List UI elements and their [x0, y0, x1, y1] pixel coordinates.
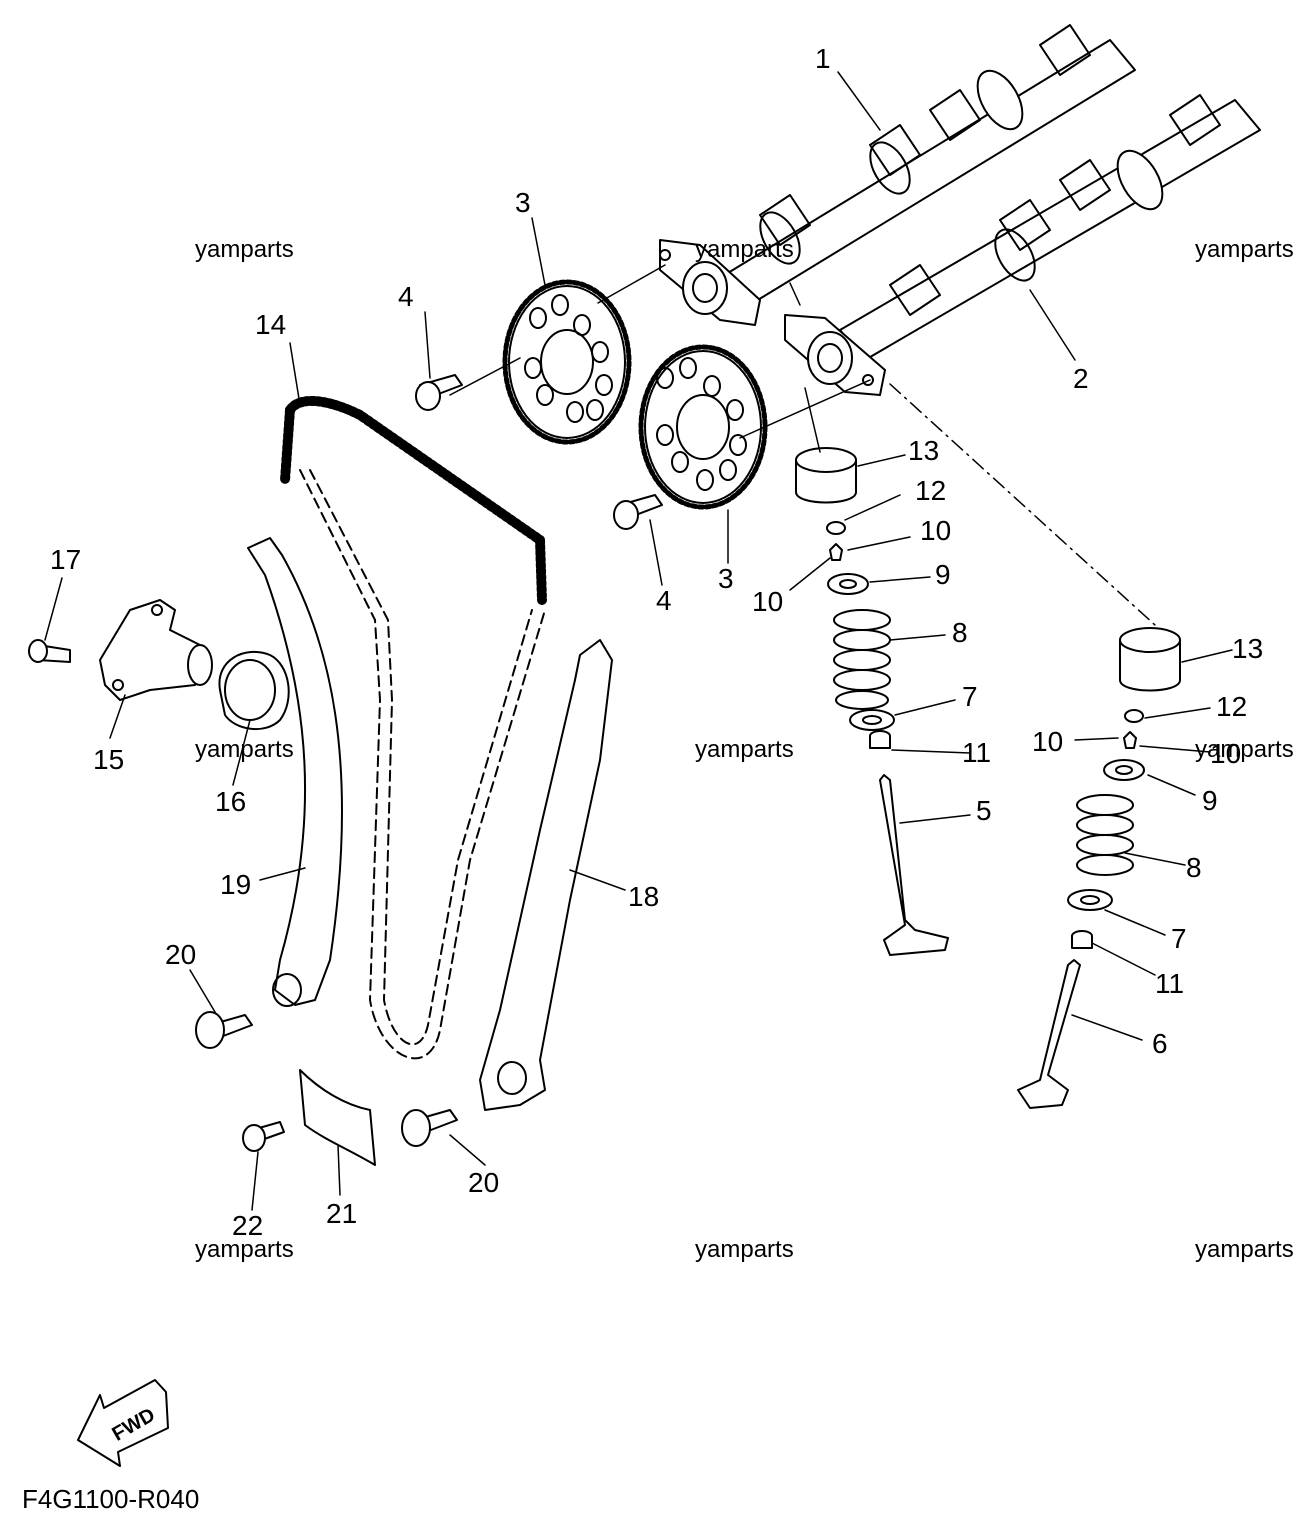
callout-9: 9: [935, 559, 951, 590]
cotter-1: [829, 543, 843, 561]
watermark: yamparts: [195, 736, 294, 763]
exhaust-valve: [1017, 959, 1081, 1109]
tensioner-bolt: [28, 639, 71, 663]
watermark: yamparts: [695, 736, 794, 763]
spring-seat-1: [849, 709, 895, 731]
callout-4: 4: [656, 585, 672, 616]
cam-sprocket-upper: [502, 279, 632, 445]
spring-seat-2: [1067, 889, 1113, 911]
callout-16: 16: [215, 786, 246, 817]
watermark: yamparts: [195, 236, 294, 263]
callout-20: 20: [165, 939, 196, 970]
callout-19: 19: [220, 869, 251, 900]
guide-bolt-right: [401, 1109, 458, 1147]
callout-5: 5: [976, 795, 992, 826]
watermarks: yamparts yamparts yamparts yamparts yamp…: [195, 236, 1294, 1263]
valve-seal-1: [869, 730, 891, 749]
callout-10: 10: [1210, 738, 1241, 769]
callout-21: 21: [326, 1198, 357, 1229]
callout-3: 3: [515, 187, 531, 218]
timing-chain: [280, 395, 547, 1060]
callout-4: 4: [398, 281, 414, 312]
watermark: yamparts: [1195, 1236, 1294, 1263]
sprocket-bolt-lower: [613, 494, 663, 530]
cam-flange-2: [784, 314, 886, 396]
callout-12: 12: [915, 475, 946, 506]
callout-20: 20: [468, 1167, 499, 1198]
spring-retainer-2: [1103, 759, 1145, 781]
cotter-2: [1123, 731, 1137, 749]
spring-retainer-1: [827, 573, 869, 595]
sprocket-bolt-upper: [415, 374, 463, 411]
valve-spring-1: [833, 609, 891, 710]
camshaft-upper: [699, 24, 1136, 321]
callout-3: 3: [718, 563, 734, 594]
valve-lifter-1: [795, 447, 857, 504]
callout-22: 22: [232, 1210, 263, 1241]
leader-lines: [44, 71, 1233, 1211]
shim-1: [826, 521, 846, 535]
callout-17: 17: [50, 544, 81, 575]
callout-14: 14: [255, 309, 286, 340]
callout-8: 8: [952, 617, 968, 648]
callout-11: 11: [1155, 968, 1184, 999]
tensioner-gasket: [218, 650, 290, 731]
chain-guide-fixed: [479, 639, 613, 1111]
valve-lifter-2: [1119, 627, 1181, 692]
fwd-arrow-icon: [77, 1379, 169, 1467]
stopper-bolt: [242, 1121, 285, 1152]
valve-seal-2: [1071, 930, 1093, 949]
watermark: yamparts: [1195, 236, 1294, 263]
valve-spring-2: [1076, 794, 1134, 876]
callout-13: 13: [908, 435, 939, 466]
watermark: yamparts: [695, 1236, 794, 1263]
chain-tensioner: [99, 599, 213, 701]
guide-stopper-plate: [299, 1069, 376, 1166]
callout-10: 10: [920, 515, 951, 546]
intake-valve: [879, 774, 949, 956]
watermark: yamparts: [1195, 736, 1294, 763]
cam-flange-1: [659, 239, 761, 326]
callout-2: 2: [1073, 363, 1089, 394]
diagram-code: F4G1100-R040: [22, 1484, 199, 1514]
cam-sprocket-lower: [638, 344, 768, 510]
callout-18: 18: [628, 881, 659, 912]
callout-7: 7: [1171, 923, 1187, 954]
callout-13: 13: [1232, 633, 1263, 664]
callout-8: 8: [1186, 852, 1202, 883]
callout-1: 1: [815, 43, 831, 74]
camshaft-lower: [839, 94, 1261, 361]
shim-2: [1124, 709, 1144, 723]
callout-11: 11: [962, 737, 991, 768]
callout-7: 7: [962, 681, 978, 712]
callout-9: 9: [1202, 785, 1218, 816]
callout-15: 15: [93, 744, 124, 775]
callout-labels: 1 2 3 3 4 4 5 6 7 7 8 8 9 9 10 10 10 10 …: [50, 43, 1263, 1241]
callout-10: 10: [1032, 726, 1063, 757]
callout-6: 6: [1152, 1028, 1168, 1059]
watermark: yamparts: [195, 1236, 294, 1263]
chain-guide-tensioner-side: [247, 537, 343, 1007]
watermark: yamparts: [695, 236, 794, 263]
guide-bolt-left: [195, 1011, 253, 1049]
callout-10: 10: [752, 586, 783, 617]
callout-12: 12: [1216, 691, 1247, 722]
